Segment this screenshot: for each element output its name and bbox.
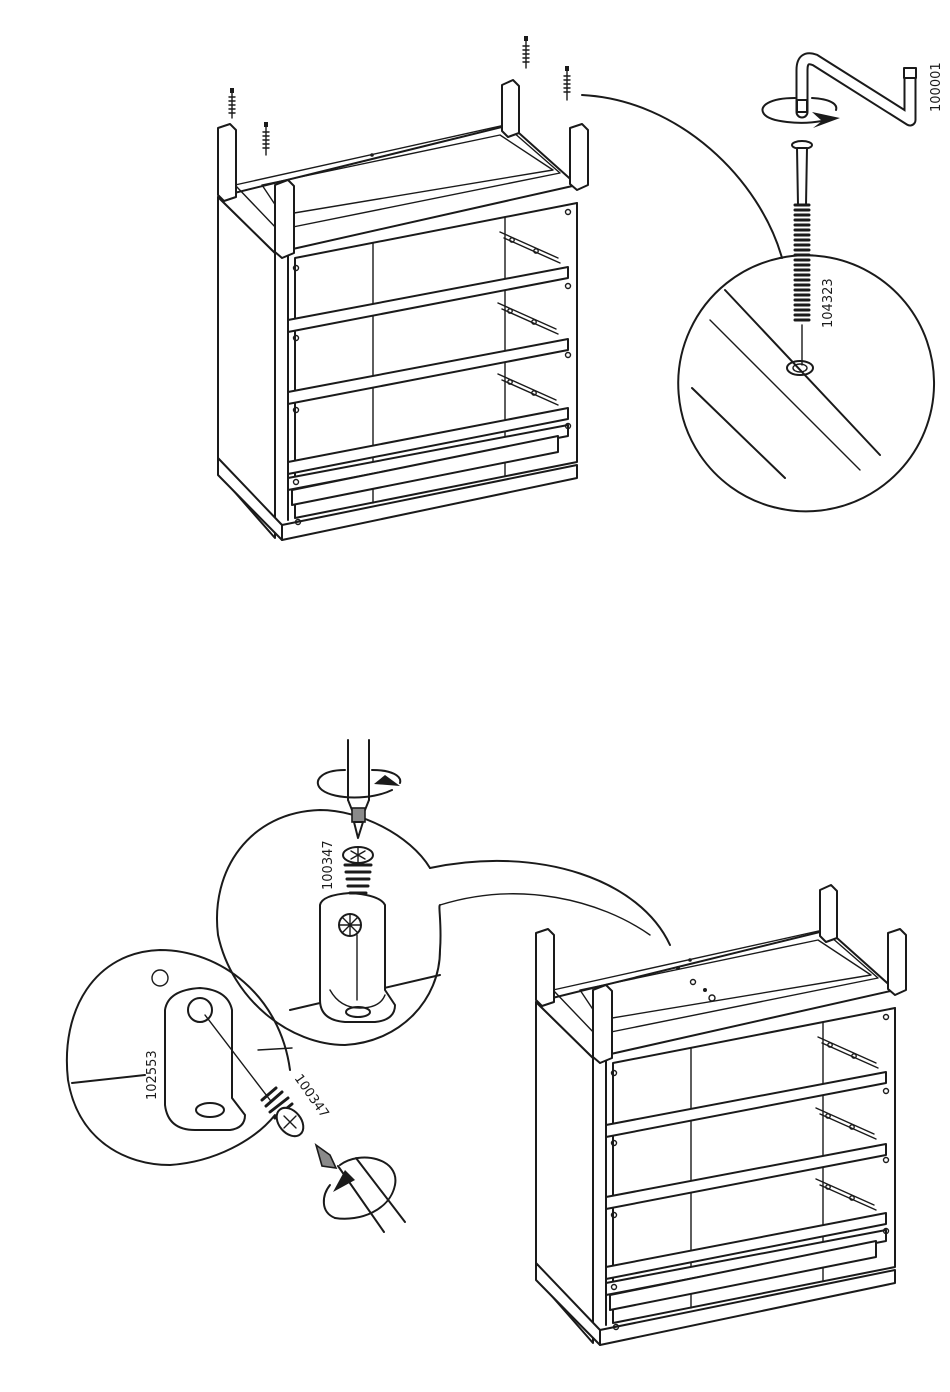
screw-lower-100347: [262, 1088, 309, 1141]
angle-bracket-lower: [165, 988, 270, 1130]
step-1-illustration: 100001 104323: [218, 36, 944, 540]
long-bolt-104323: [792, 141, 812, 365]
angle-bracket-upper: [320, 893, 395, 1022]
part-number-bracket: 102553: [145, 1050, 160, 1100]
screwdriver-upper: [348, 740, 369, 838]
step-2-illustration: 100347 100347 102553: [67, 740, 906, 1345]
part-number-long-bolt: 104323: [821, 278, 836, 328]
dresser-upside-down-top: [218, 80, 588, 540]
part-number-upper-screw: 100347: [321, 840, 336, 890]
part-number-allen-key: 100001: [929, 62, 944, 112]
dresser-upside-down-bottom: [536, 885, 906, 1345]
allen-key-100001: [797, 59, 916, 120]
callout-connector-3: [440, 894, 650, 935]
rotate-arrow-upper-icon: [318, 770, 400, 798]
callout-connector: [582, 95, 782, 258]
screw-upper-100347: [343, 847, 373, 893]
